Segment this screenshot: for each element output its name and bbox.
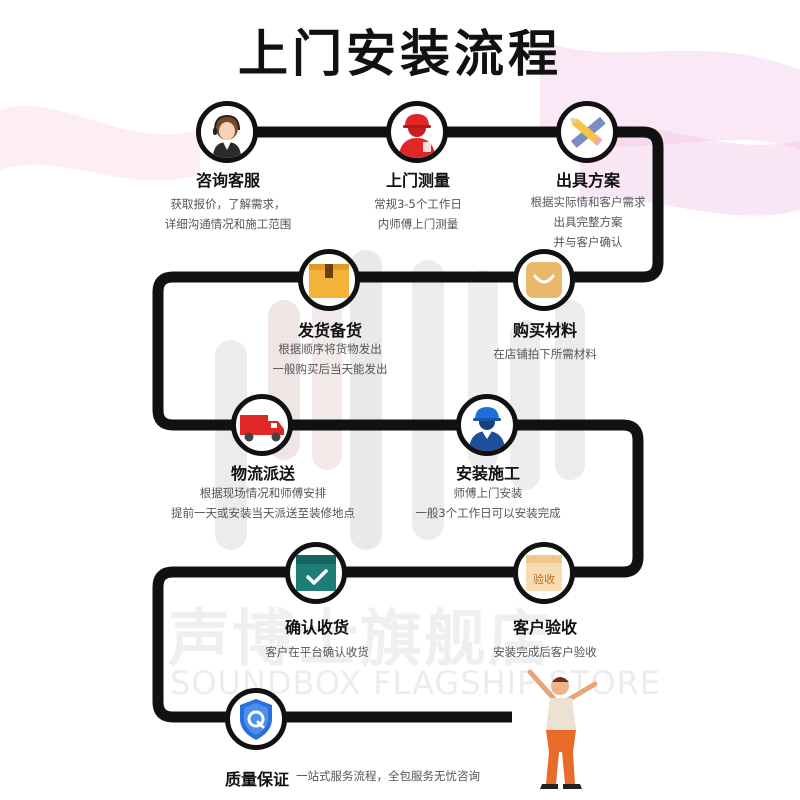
inspection-box-icon: 验收: [526, 555, 562, 591]
step-title-measure: 上门测量: [385, 171, 450, 190]
step-title-prepare: 发货备货: [297, 321, 362, 340]
step-desc-line: 一般购买后当天能发出: [272, 362, 388, 376]
hardhat-worker-icon: [469, 407, 505, 451]
step-node-delivery: [231, 394, 293, 456]
package-box-icon: [309, 264, 349, 298]
step-desc-line: 并与客户确认: [553, 235, 623, 249]
step-node-purchase: [513, 249, 575, 311]
step-desc-line: 根据顺序将货物发出: [278, 342, 382, 356]
step-title-confirm: 确认收货: [284, 618, 349, 637]
step-title-plan: 出具方案: [555, 171, 620, 190]
watermark-cn: 声博士旗舰店: [168, 602, 553, 675]
step-desc-line: 获取报价，了解需求，: [170, 197, 286, 211]
shield-q-icon: [240, 699, 272, 740]
step-desc-prepare: 根据顺序将货物发出 一般购买后当天能发出: [255, 339, 405, 379]
step-title-install: 安装施工: [455, 464, 520, 483]
step-desc-line: 在店铺拍下所需材料: [493, 347, 597, 361]
worker-red-icon: [399, 114, 435, 158]
step-desc-line: 根据现场情况和师傅安排: [199, 486, 327, 500]
confirm-box-icon: [296, 555, 336, 591]
step-node-measure: [386, 101, 448, 163]
step-desc-line: 一般3个工作日可以安装完成: [415, 506, 561, 520]
delivery-truck-icon: [240, 415, 284, 442]
step-node-consult: [196, 101, 258, 163]
customer-service-icon: [201, 106, 253, 158]
step-title-purchase: 购买材料: [512, 321, 577, 340]
step-desc-line: 内师傅上门测量: [377, 217, 459, 231]
step-node-prepare: [298, 249, 360, 311]
step-node-confirm: [285, 542, 347, 604]
shopping-bag-icon: [526, 262, 562, 298]
step-desc-measure: 常规3-5个工作日 内师傅上门测量: [358, 194, 478, 234]
step-desc-consult: 获取报价，了解需求， 详细沟通情况和施工范围: [148, 194, 308, 234]
inspection-box-label: 验收: [533, 572, 555, 586]
step-desc-plan: 根据实际情和客户需求 出具完整方案 并与客户确认: [513, 192, 663, 252]
step-desc-line: 出具完整方案: [553, 215, 623, 229]
step-desc-line: 客户在平台确认收货: [265, 645, 369, 659]
step-node-install: [456, 394, 518, 456]
step-desc-purchase: 在店铺拍下所需材料: [470, 344, 620, 364]
step-node-inspection: 验收: [513, 542, 575, 604]
step-desc-line: 常规3-5个工作日: [374, 197, 462, 211]
step-node-plan: [556, 101, 618, 163]
step-title-inspection: 客户验收: [512, 618, 577, 637]
step-desc-line: 详细沟通情况和施工范围: [164, 217, 292, 231]
step-title-delivery: 物流派送: [230, 464, 295, 483]
step-desc-inspection: 安装完成后客户验收: [470, 642, 620, 662]
ruler-pencil-icon: [570, 117, 606, 148]
step-desc-line: 师傅上门安装: [453, 486, 523, 500]
step-desc-line: 提前一天或安装当天派送至装修地点: [171, 506, 355, 520]
step-title-guarantee: 质量保证: [224, 770, 289, 789]
step-desc-install: 师傅上门安装 一般3个工作日可以安装完成: [398, 483, 578, 523]
step-desc-line: 安装完成后客户验收: [493, 645, 597, 659]
step-desc-line: 根据实际情和客户需求: [530, 195, 646, 209]
step-desc-confirm: 客户在平台确认收货: [242, 642, 392, 662]
step-node-guarantee: [225, 688, 287, 750]
page-title: 上门安装流程: [238, 25, 562, 83]
step-desc-delivery: 根据现场情况和师傅安排 提前一天或安装当天派送至装修地点: [153, 483, 373, 523]
step-title-consult: 咨询客服: [195, 171, 260, 190]
step-desc-guarantee: 一站式服务流程，全包服务无忧咨询: [296, 769, 480, 783]
